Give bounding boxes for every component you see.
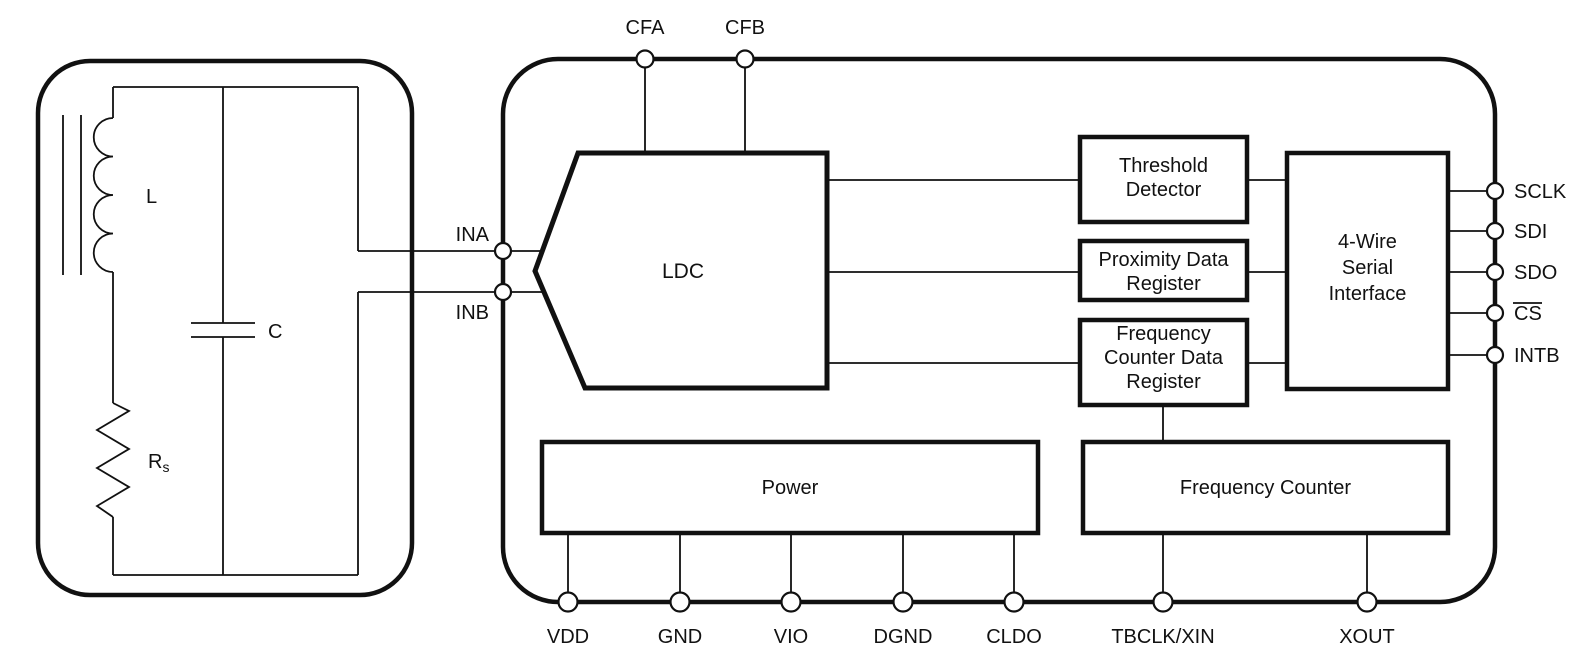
- gnd-pin-label: GND: [658, 626, 702, 648]
- resistor-label-subscript: s: [162, 459, 169, 475]
- serial-interface-line1: 4-Wire: [1338, 231, 1397, 253]
- sensor-box: [35, 58, 415, 598]
- inductor-coil: [92, 117, 114, 273]
- cfb-pin-circle: [735, 49, 755, 69]
- vdd-pin-circle: [557, 591, 579, 613]
- vio-pin-circle: [780, 591, 802, 613]
- intb-pin-label: INTB: [1514, 345, 1560, 367]
- cldo-pin-circle: [1003, 591, 1025, 613]
- power-block: [539, 439, 1041, 536]
- xout-pin-circle: [1356, 591, 1378, 613]
- resistor-symbol: [95, 402, 131, 518]
- cfb-pin-label: CFB: [725, 17, 765, 39]
- power-label: Power: [762, 477, 819, 499]
- threshold-detector-block: [1077, 134, 1250, 225]
- tbclk-pin-circle: [1152, 591, 1174, 613]
- threshold-detector-line1: Threshold: [1119, 155, 1208, 177]
- resistor-label: Rs: [148, 451, 169, 475]
- frequency-counter-block: [1080, 439, 1451, 536]
- sdo-pin-label: SDO: [1514, 262, 1557, 284]
- sclk-pin-circle: [1485, 181, 1505, 201]
- serial-interface-line2: Serial: [1342, 257, 1393, 279]
- ldc-label: LDC: [662, 260, 704, 283]
- frequency-counter-label: Frequency Counter: [1180, 477, 1352, 499]
- vdd-pin-label: VDD: [547, 626, 589, 648]
- serial-interface-block: [1284, 150, 1451, 392]
- xout-pin-label: XOUT: [1339, 626, 1395, 648]
- freq-counter-register-line3: Register: [1126, 371, 1201, 393]
- serial-interface-line3: Interface: [1329, 283, 1407, 305]
- tbclk-xin-pin-label: TBCLK/XIN: [1111, 626, 1214, 648]
- gnd-pin-circle: [669, 591, 691, 613]
- cf-stub-wires: [644, 63, 746, 153]
- ina-pin-label: INA: [456, 224, 490, 246]
- inductor-label: L: [146, 186, 157, 208]
- capacitor-label: C: [268, 321, 282, 343]
- dgnd-pin-circle: [892, 591, 914, 613]
- pin-circles: [493, 49, 1505, 613]
- proximity-register-line2: Register: [1126, 273, 1201, 295]
- intb-pin-circle: [1485, 345, 1505, 365]
- cs-pin-label: CS: [1514, 303, 1542, 325]
- proximity-register-line1: Proximity Data: [1098, 249, 1229, 271]
- freq-counter-register-block: [1077, 317, 1250, 408]
- cs-pin-circle: [1485, 303, 1505, 323]
- inductor-symbol: [62, 115, 114, 275]
- sdi-pin-label: SDI: [1514, 221, 1547, 243]
- cfa-pin-circle: [635, 49, 655, 69]
- freq-counter-register-line1: Frequency: [1116, 323, 1211, 345]
- inb-pin-label: INB: [456, 302, 489, 324]
- inb-pin-circle: [493, 282, 513, 302]
- resistor-label-main: R: [148, 451, 162, 473]
- capacitor-symbol: [191, 322, 255, 338]
- sclk-pin-label: SCLK: [1514, 181, 1567, 203]
- freq-counter-register-line2: Counter Data: [1104, 347, 1224, 369]
- sdi-pin-circle: [1485, 221, 1505, 241]
- sdo-pin-circle: [1485, 262, 1505, 282]
- threshold-detector-line2: Detector: [1126, 179, 1202, 201]
- cldo-pin-label: CLDO: [986, 626, 1042, 648]
- sensor-circuit-wires: [112, 86, 548, 576]
- ldc-block: [532, 150, 830, 391]
- dgnd-pin-label: DGND: [874, 626, 933, 648]
- ina-pin-circle: [493, 241, 513, 261]
- proximity-register-block: [1077, 238, 1250, 303]
- vio-pin-label: VIO: [774, 626, 808, 648]
- chip-boundary: [500, 56, 1498, 605]
- cfa-pin-label: CFA: [626, 17, 666, 39]
